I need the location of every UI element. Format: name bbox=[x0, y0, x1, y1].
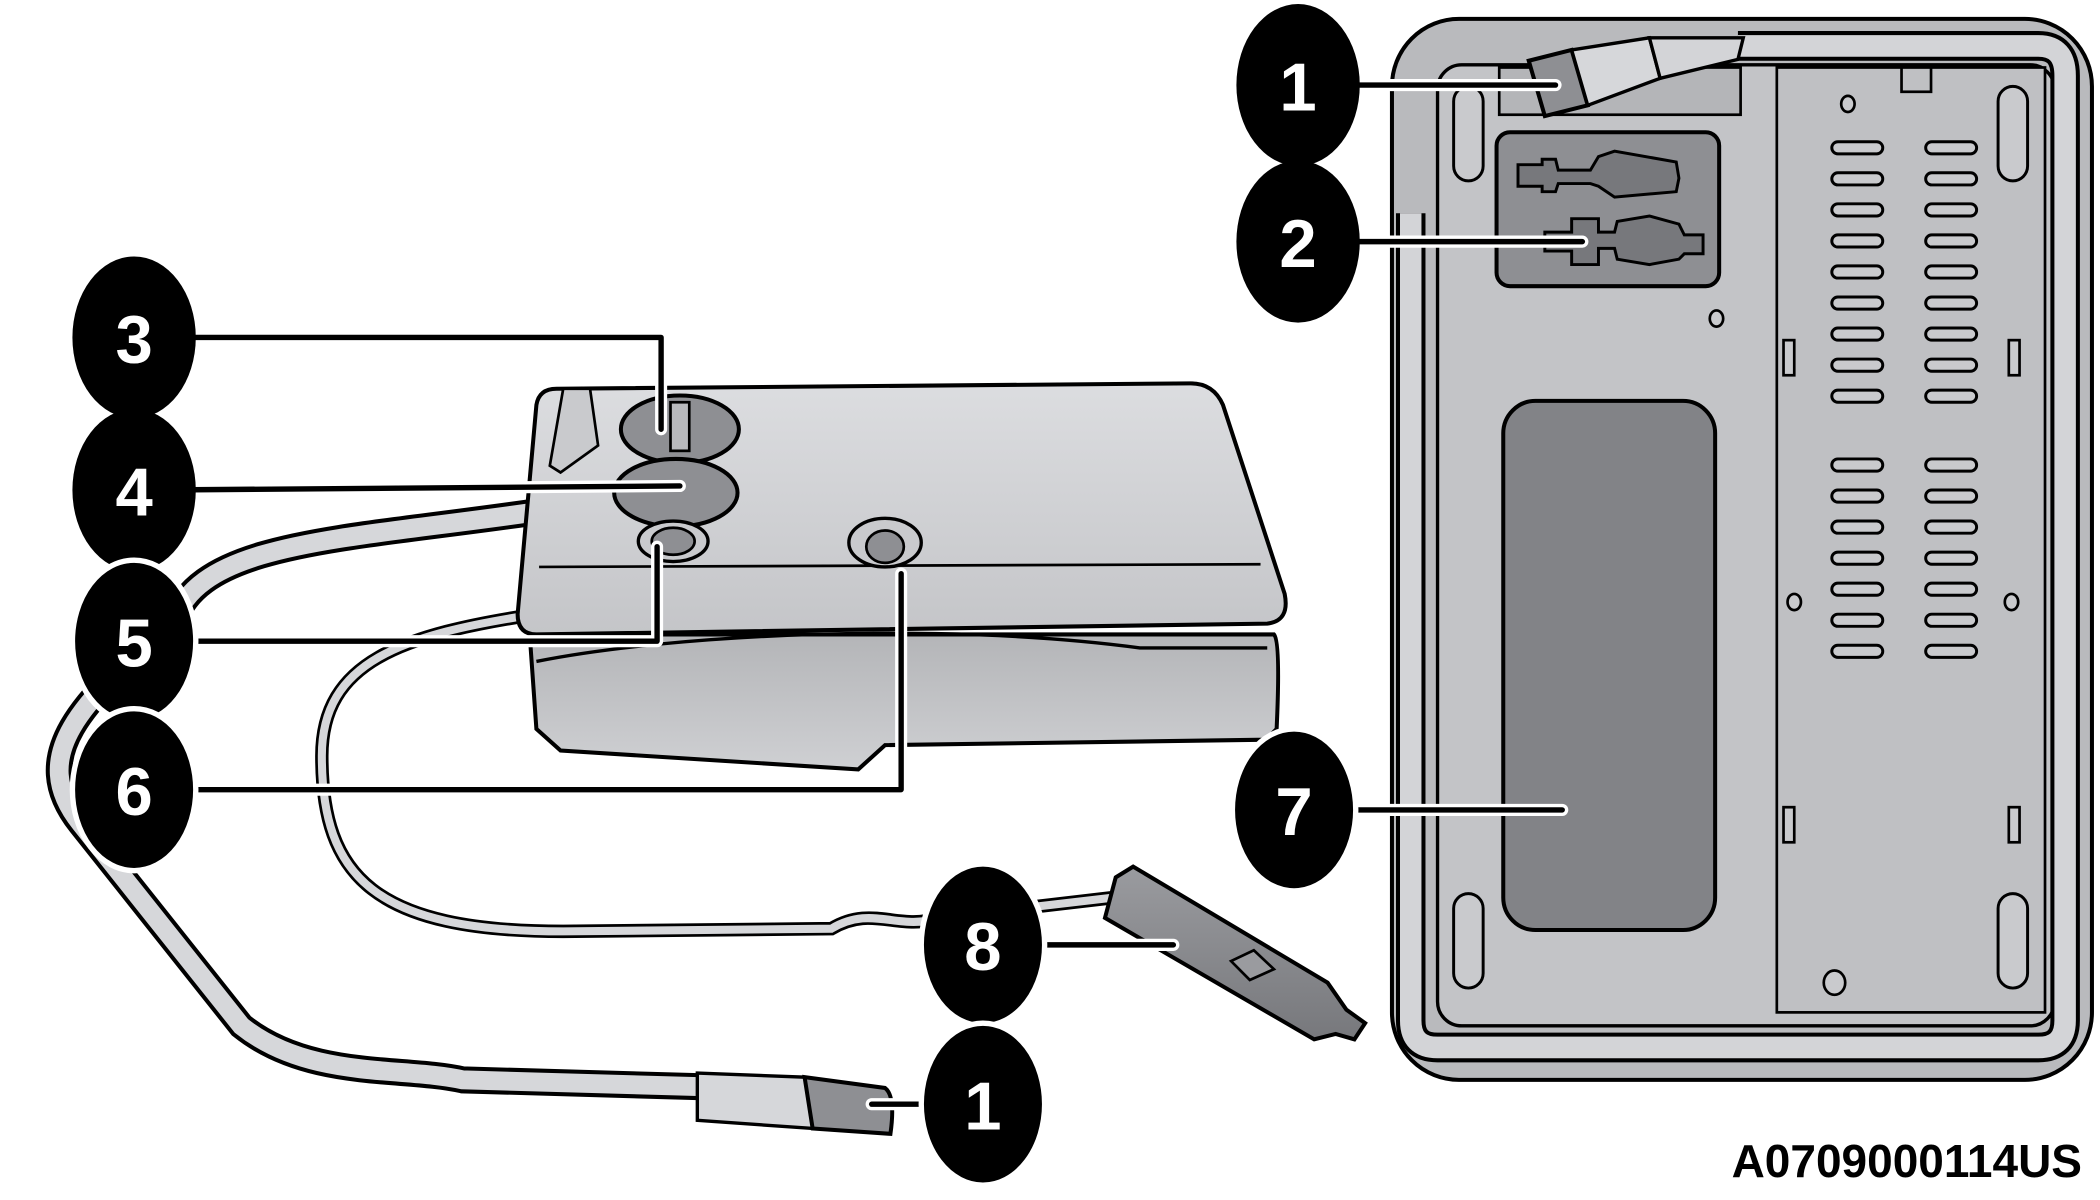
callout-circle bbox=[1236, 4, 1360, 167]
vent-tabs bbox=[1782, 338, 2021, 844]
callout-circle bbox=[1229, 726, 1359, 894]
button-5 bbox=[636, 519, 710, 564]
gauge-6 bbox=[847, 516, 923, 569]
callout-number: 5 bbox=[115, 606, 152, 681]
callout-7: 7 bbox=[1229, 726, 1359, 894]
power-plug bbox=[1102, 864, 1368, 1042]
callout-6: 6 bbox=[69, 705, 199, 874]
callout-4: 4 bbox=[72, 408, 196, 571]
callout-5: 5 bbox=[69, 557, 199, 725]
hose-latch bbox=[548, 387, 600, 475]
callout-1-bottom: 1 bbox=[918, 1020, 1048, 1188]
vent-plate bbox=[1775, 66, 2047, 1014]
vent-slots bbox=[1830, 140, 1979, 659]
air-hose-connector bbox=[695, 1071, 895, 1137]
callout-2: 2 bbox=[1236, 160, 1360, 323]
callout-circle bbox=[918, 1020, 1048, 1188]
callout-number: 1 bbox=[964, 1069, 1001, 1144]
callout-circle bbox=[69, 705, 199, 874]
reference-code: A0709000114US bbox=[1731, 1135, 2082, 1187]
callout-circle bbox=[72, 256, 196, 419]
callout-number: 3 bbox=[115, 303, 152, 378]
feet-slots bbox=[1452, 84, 2030, 990]
callout-circle bbox=[72, 408, 196, 571]
stowed-hose bbox=[1400, 35, 2076, 1059]
screw-holes bbox=[1708, 94, 2020, 997]
callout-number: 4 bbox=[115, 455, 153, 530]
callout-3: 3 bbox=[72, 256, 196, 419]
callout-number: 6 bbox=[115, 755, 152, 830]
vent-notch bbox=[1900, 66, 1933, 94]
callout-circle bbox=[1236, 160, 1360, 323]
compressor-back-view bbox=[1389, 16, 2094, 1082]
callout-number: 8 bbox=[964, 910, 1001, 985]
callout-8: 8 bbox=[918, 861, 1048, 1029]
callout-number: 2 bbox=[1279, 207, 1316, 282]
callout-number: 1 bbox=[1279, 50, 1316, 125]
label-panel bbox=[1501, 398, 1718, 933]
compressor-front-view bbox=[45, 381, 1368, 1137]
callout-1-top: 1 bbox=[1236, 4, 1360, 167]
port-3 bbox=[618, 393, 741, 466]
port-4 bbox=[612, 456, 740, 529]
callout-number: 7 bbox=[1275, 775, 1312, 850]
valve-adapters bbox=[1516, 149, 1705, 267]
